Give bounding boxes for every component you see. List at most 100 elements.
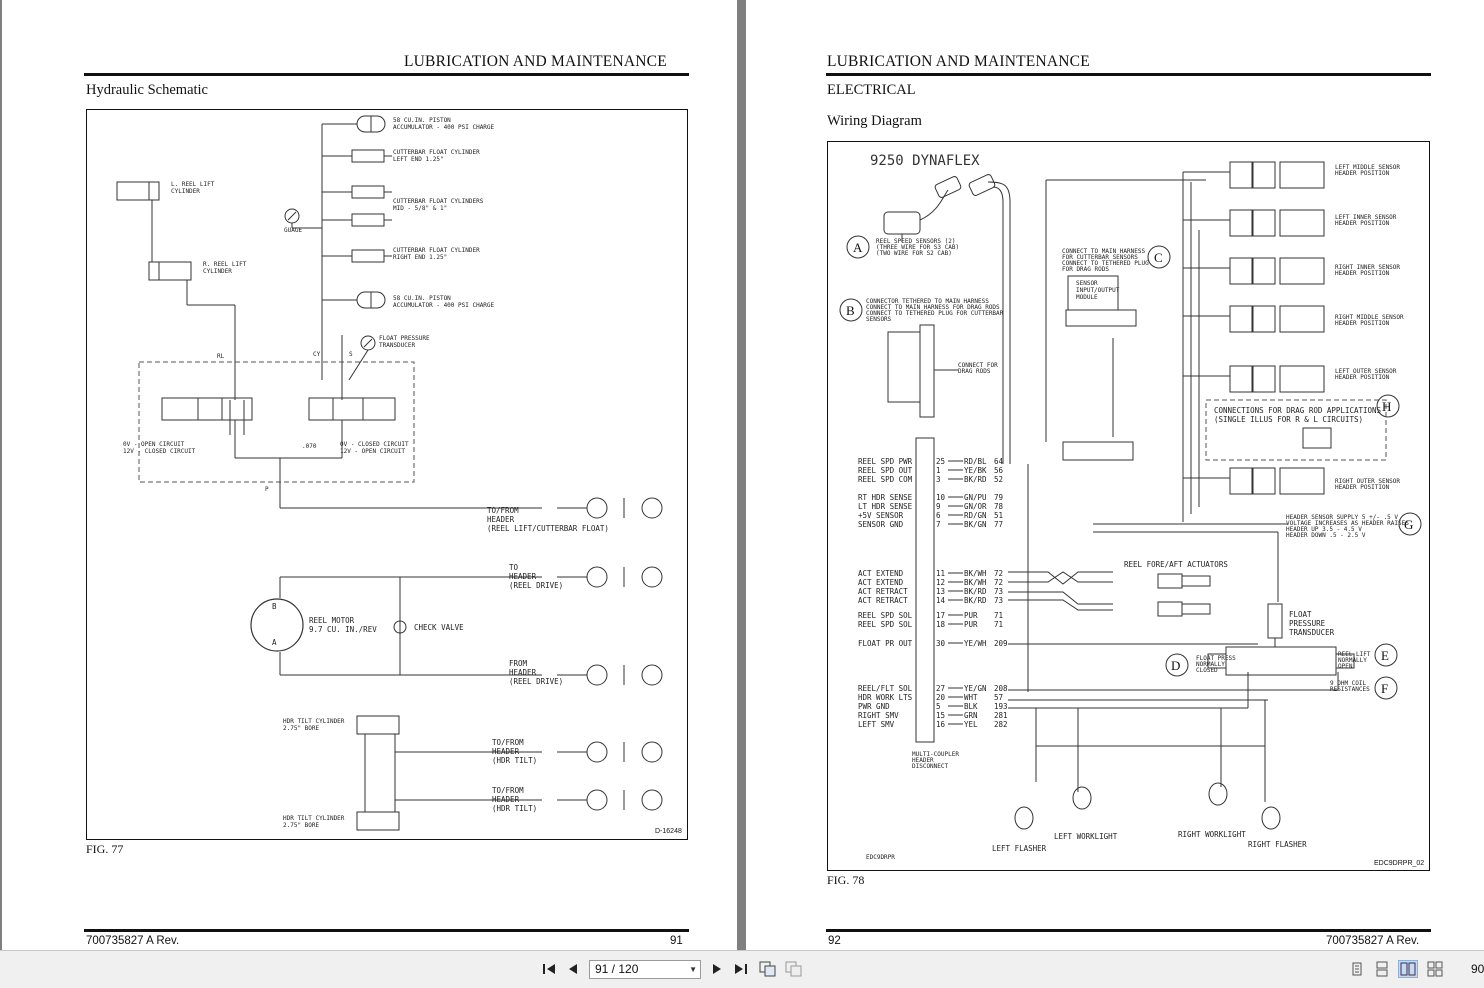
pin-name: PWR GND: [858, 702, 890, 711]
single-page-icon: [1352, 962, 1362, 976]
reel-lift-no-label-3: OPEN: [1338, 663, 1353, 670]
footer-doc-number: 700735827 A Rev.: [1326, 935, 1420, 947]
first-page-button[interactable]: [540, 960, 558, 978]
pin-wire: WHT: [964, 693, 978, 702]
accumulator-bot-label-2: ACCUMULATOR - 400 PSI CHARGE: [393, 302, 495, 309]
pin-num: 282: [994, 720, 1008, 729]
sensor-rows: [1229, 161, 1325, 495]
pin-pin: 14: [936, 596, 946, 605]
supply-label-3: HEADER UP 3.5 - 4.5 V: [1286, 526, 1362, 533]
float-pressure-label-2: PRESSURE: [1289, 619, 1326, 628]
section-title: ELECTRICAL: [827, 82, 916, 98]
pin-pin: 3: [936, 475, 941, 484]
next-page-icon: [713, 964, 721, 974]
connect-main-label-3: CONNECT TO TETHERED PLUG: [1062, 260, 1149, 267]
from-label-1: FROM: [509, 659, 528, 668]
footer-page-number: 91: [670, 935, 683, 947]
pin-wire: GN/OR: [964, 502, 987, 511]
reel-lift-no-label-1: REEL LIFT: [1338, 651, 1371, 658]
pin-name: REEL SPD PWR: [858, 457, 913, 466]
pin-name: FLOAT PR OUT: [858, 639, 913, 648]
pin-wire: BK/WH: [964, 578, 987, 587]
pin-wire: YE/BK: [964, 466, 987, 475]
callout-c: C: [1154, 250, 1163, 265]
supply-label-1: HEADER SENSOR SUPPLY 5 +/- .5 V: [1286, 514, 1398, 521]
tilt-a-label-1: TO/FROM: [492, 738, 524, 747]
pin-pin: 27: [936, 684, 945, 693]
pin-pin: 30: [936, 639, 946, 648]
figure-code-small: EDC9DRPR: [866, 854, 895, 861]
footer-page-number: 92: [828, 935, 841, 947]
page-number-select[interactable]: 91 / 120 ▼: [589, 960, 701, 979]
page-header: LUBRICATION AND MAINTENANCE: [404, 53, 667, 70]
callout-h: H: [1382, 399, 1391, 414]
float-press-nc-label-2: NORMALLY: [1196, 661, 1225, 668]
pin-num: 281: [994, 711, 1008, 720]
page-number-value: 91 / 120: [595, 962, 639, 976]
pin-pin: 6: [936, 511, 941, 520]
pin-name: REEL SPD COM: [858, 475, 913, 484]
right-worklight-label: RIGHT WORKLIGHT: [1178, 830, 1246, 839]
copy-button[interactable]: [758, 960, 778, 978]
reel-speed-label-2: (THREE WIRE FOR S3 CAB): [876, 244, 959, 251]
viewer-toolbar: 91 / 120 ▼ 90: [0, 950, 1484, 988]
pin-name: REEL SPD SOL: [858, 620, 913, 629]
tofrom-label-1: TO/FROM: [487, 506, 519, 515]
pin-pin: 25: [936, 457, 945, 466]
sensor-right-outer-label-1: RIGHT OUTER SENSOR: [1335, 478, 1400, 485]
zoom-value[interactable]: 90: [1471, 962, 1484, 976]
paste-button[interactable]: [784, 960, 804, 978]
sensor-io-label-1: SENSOR: [1076, 280, 1098, 287]
pin-name: RIGHT SMV: [858, 711, 899, 720]
last-page-button[interactable]: [732, 960, 750, 978]
sensor-left-inner-label-1: LEFT INNER SENSOR: [1335, 214, 1397, 221]
reel-motor-label-1: REEL MOTOR: [309, 616, 355, 625]
l-reel-label-2: CYLINDER: [171, 188, 200, 195]
pin-num: 193: [994, 702, 1008, 711]
pin-pin: 15: [936, 711, 945, 720]
prev-page-button[interactable]: [565, 960, 581, 978]
pin-pin: 11: [936, 569, 945, 578]
continuous-view-button[interactable]: [1372, 960, 1392, 978]
supply-label-2: VOLTAGE INCREASES AS HEADER RAISES: [1286, 520, 1409, 527]
float-right-label-1: CUTTERBAR FLOAT CYLINDER: [393, 247, 480, 254]
tether-label-4: SENSORS: [866, 316, 892, 323]
sensor-io-label-2: INPUT/OUTPUT: [1076, 287, 1120, 294]
pin-num: 71: [994, 620, 1003, 629]
pin-num: 73: [994, 587, 1003, 596]
two-page-view-button[interactable]: [1398, 960, 1418, 978]
pin-pin: 18: [936, 620, 946, 629]
pin-name: REEL/FLT SOL: [858, 684, 913, 693]
reel-speed-label-1: REEL SPEED SENSORS (2): [876, 238, 955, 245]
drag-rod-label-2: (SINGLE ILLUS FOR R & L CIRCUITS): [1214, 415, 1363, 424]
reel-motor-label-2: 9.7 CU. IN./REV: [309, 625, 377, 634]
gauge-label: GUAGE: [284, 227, 302, 234]
multi-label-3: DISCONNECT: [912, 763, 949, 770]
pin-name: +5V SENSOR: [858, 511, 904, 520]
r-reel-label-2: CYLINDER: [203, 268, 232, 275]
callout-f: F: [1381, 681, 1388, 696]
callout-a: A: [853, 240, 863, 255]
pin-pin: 13: [936, 587, 945, 596]
float-pressure-label-1: FLOAT PRESSURE: [379, 335, 430, 342]
next-page-button[interactable]: [709, 960, 725, 978]
diagram-title: 9250 DYNAFLEX: [870, 153, 980, 169]
pin-num: 72: [994, 569, 1003, 578]
sensor-left-inner-label-2: HEADER POSITION: [1335, 220, 1390, 227]
float-pressure-label-3: TRANSDUCER: [1289, 628, 1335, 637]
pin-num: 51: [994, 511, 1003, 520]
pin-wire: GN/PU: [964, 493, 987, 502]
single-page-view-button[interactable]: [1347, 960, 1367, 978]
left-page: LUBRICATION AND MAINTENANCE Hydraulic Sc…: [2, 0, 737, 950]
tilt-b-label-2: HEADER: [492, 795, 520, 804]
to-label-3: (REEL DRIVE): [509, 581, 563, 590]
reel-lift-no-label-2: NORMALLY: [1338, 657, 1367, 664]
float-pressure-label-2: TRANSDUCER: [379, 342, 416, 349]
two-page-continuous-view-button[interactable]: [1425, 960, 1445, 978]
port-s: S: [349, 351, 353, 358]
float-left-label-1: CUTTERBAR FLOAT CYLINDER: [393, 149, 480, 156]
two-page-continuous-icon: [1427, 961, 1443, 977]
pin-name: LEFT SMV: [858, 720, 895, 729]
pin-wire: BLK: [964, 702, 978, 711]
